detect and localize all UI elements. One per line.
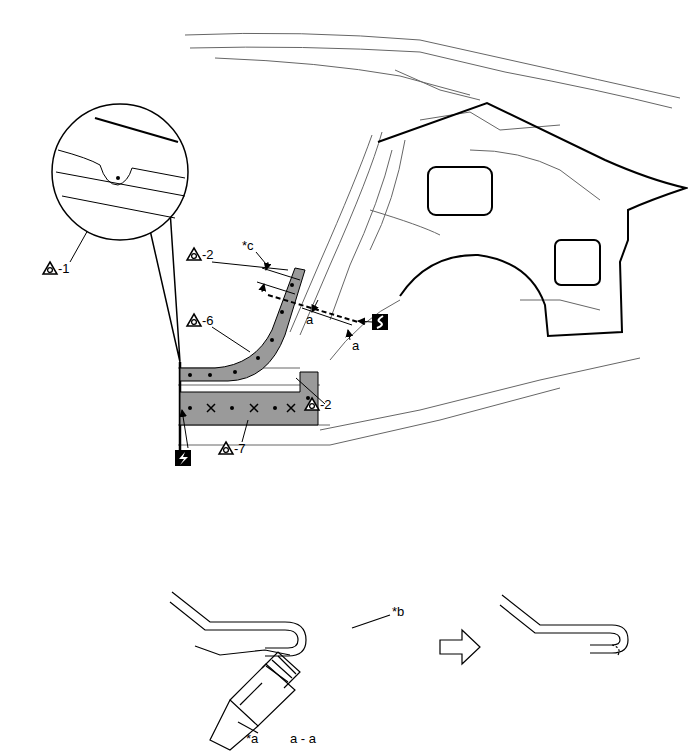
callout-number: -2 <box>320 397 332 412</box>
section-mark: a <box>306 312 313 327</box>
callout-number: -2 <box>202 247 214 262</box>
callout-number: -1 <box>58 261 70 276</box>
callout-number: -6 <box>202 313 214 328</box>
callout-number: -7 <box>234 441 246 456</box>
part-label: *b <box>392 604 404 619</box>
section-mark: a <box>352 338 359 353</box>
part-label: *a <box>246 731 258 746</box>
dimension-label: *c <box>242 238 254 253</box>
section-title: a - a <box>290 731 316 746</box>
